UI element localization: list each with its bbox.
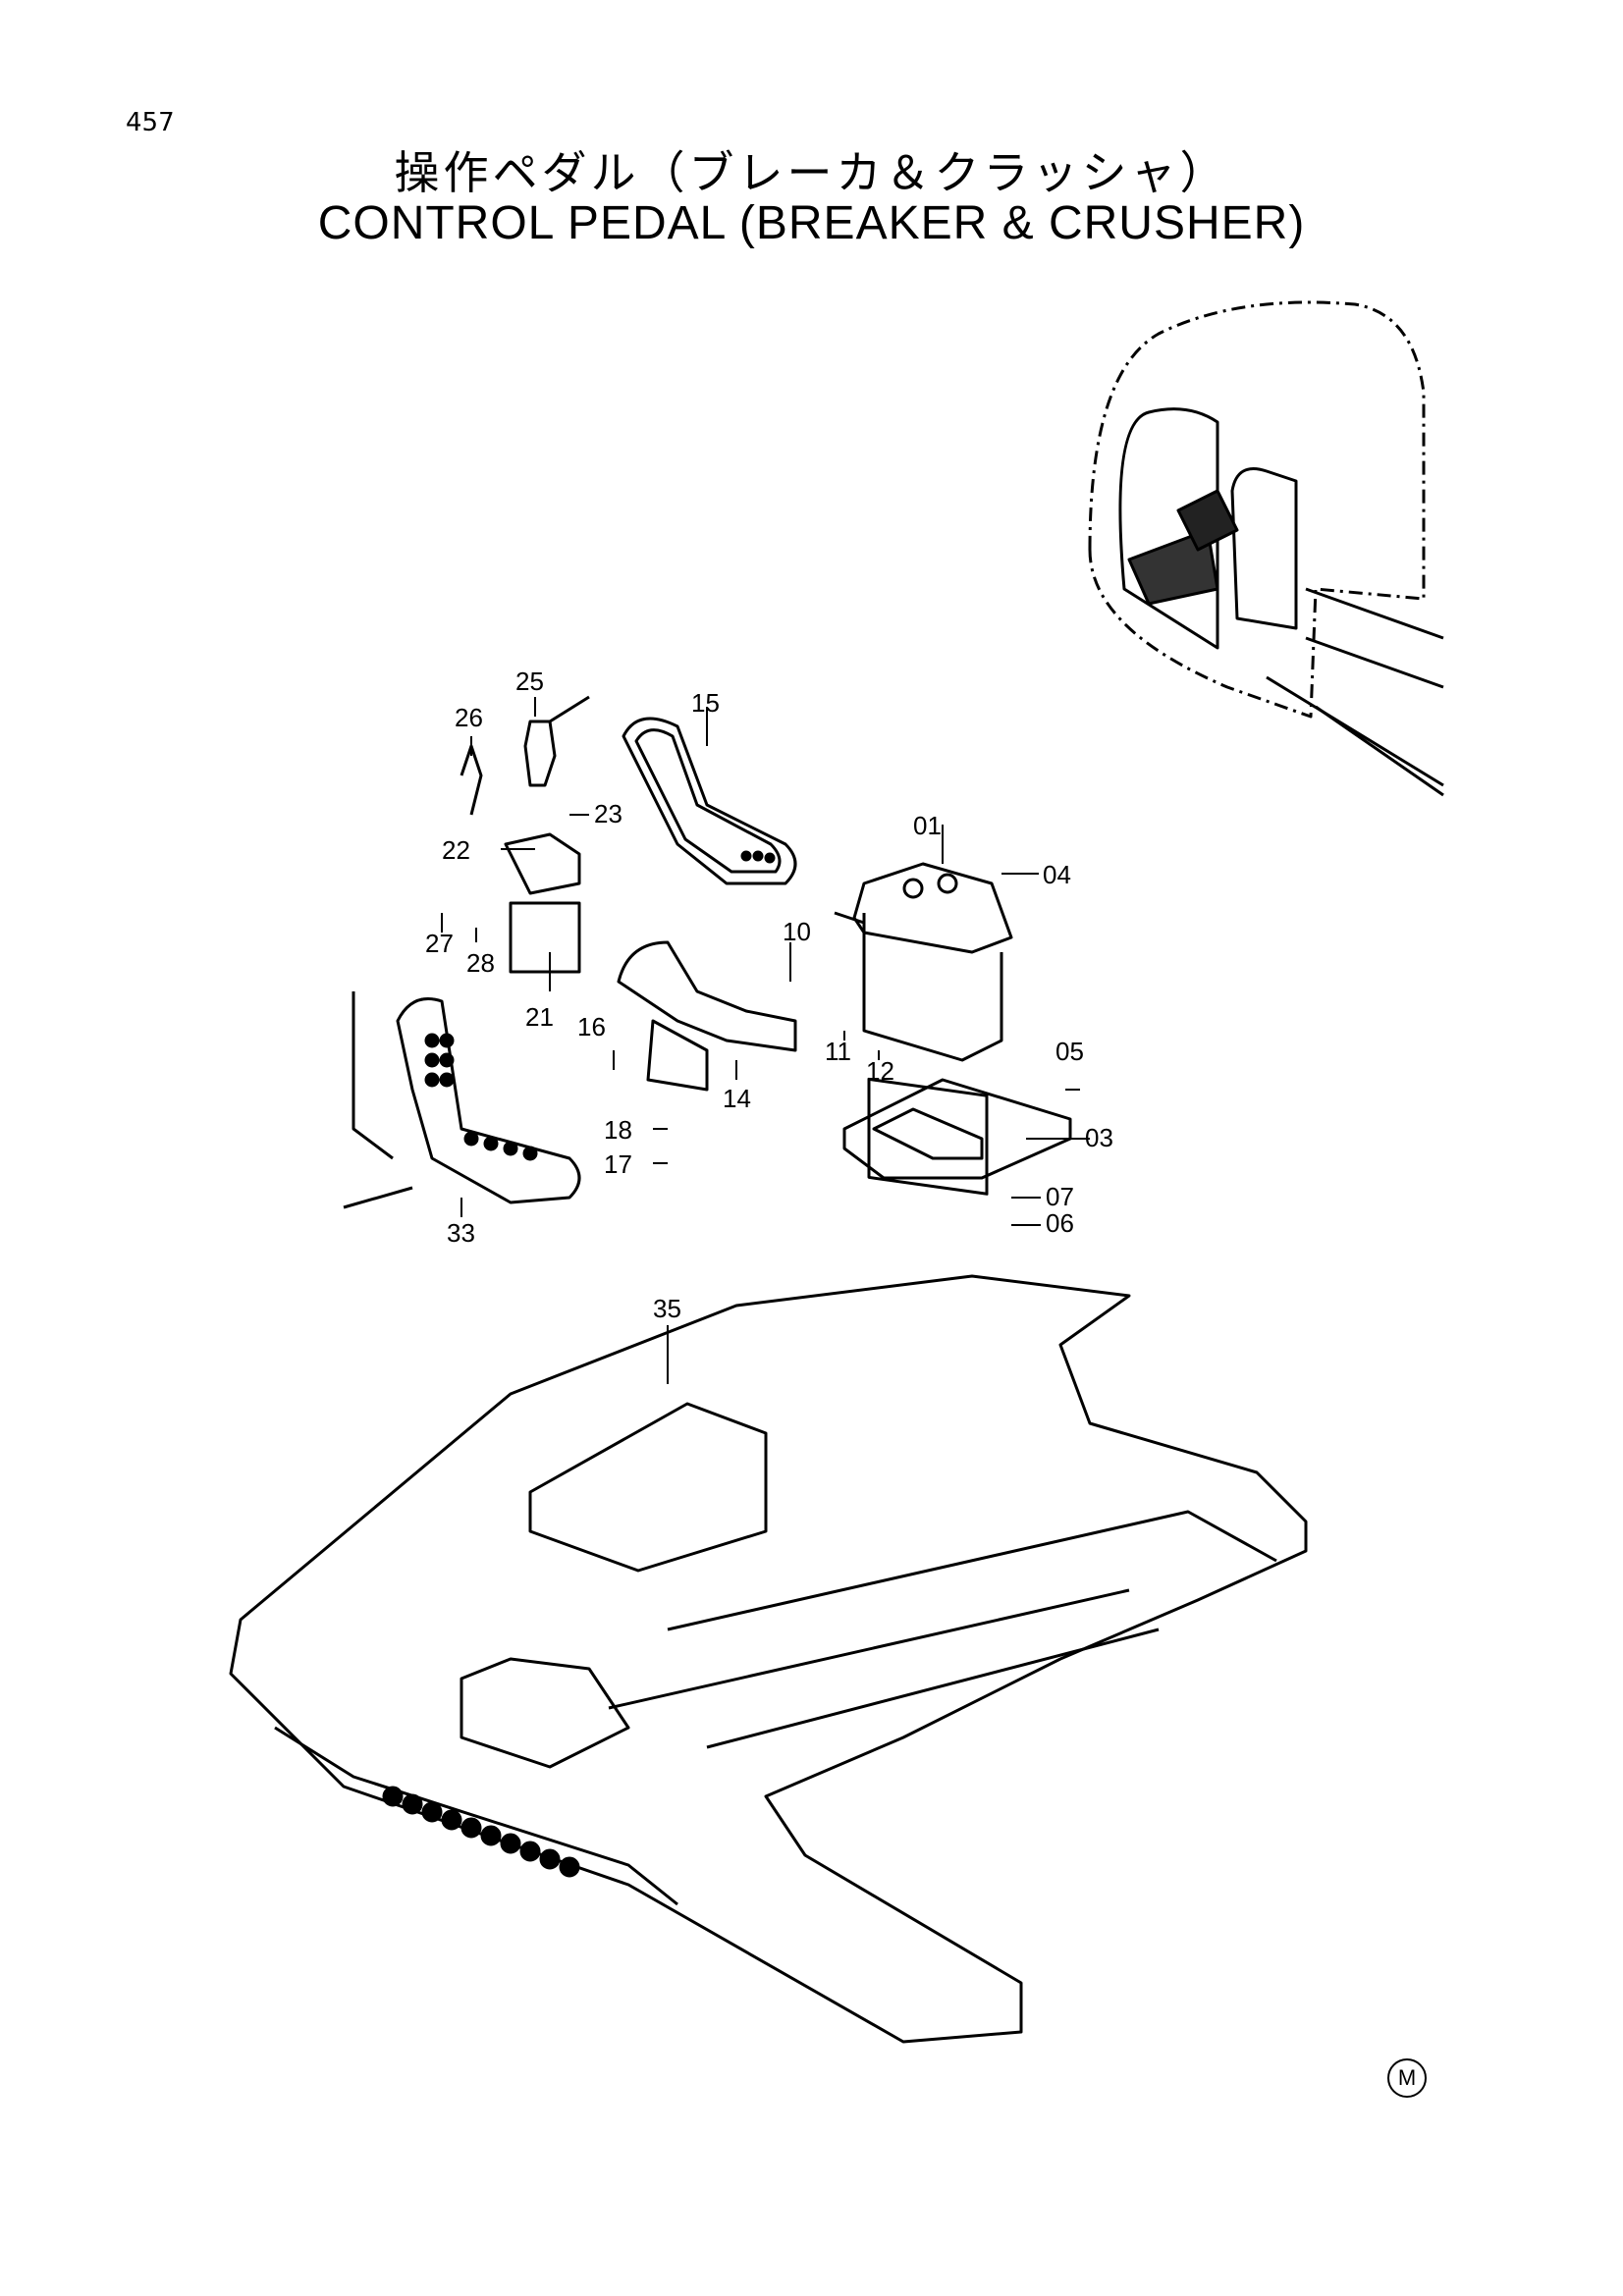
pedal-pad-15 [622,717,797,885]
manual-mark: M [1387,2058,1427,2098]
pedal-33 [343,991,581,1209]
callout-04: 04 [1043,860,1071,889]
callout-17: 17 [604,1149,632,1179]
callout-01: 01 [913,811,942,840]
bracket-assembly-21-22-25 [460,695,590,974]
callout-18: 18 [604,1115,632,1145]
callout-26: 26 [455,703,483,732]
cab-location-inset [1088,300,1444,797]
callout-12: 12 [866,1056,894,1086]
page-number: 457 [126,108,175,137]
callout-10: 10 [783,917,811,946]
callout-labels: 01 03 04 05 06 07 10 11 12 14 15 16 17 1… [425,667,1113,1323]
floor-mat-35 [229,1274,1308,2044]
pedal-14 [617,940,797,1092]
mounting-plate-03 [842,1078,1072,1180]
callout-27: 27 [425,929,454,958]
callout-05: 05 [1055,1037,1084,1066]
callout-25: 25 [515,667,544,696]
callout-21: 21 [525,1002,554,1032]
callout-22: 22 [442,835,470,865]
callout-11: 11 [825,1037,851,1066]
callout-14: 14 [723,1084,751,1113]
title-english: CONTROL PEDAL (BREAKER & CRUSHER) [317,197,1306,249]
callout-06: 06 [1046,1208,1074,1238]
callout-07: 07 [1046,1182,1074,1211]
callout-35: 35 [653,1294,681,1323]
callout-16: 16 [577,1012,606,1041]
title-japanese: 操作ペダル（ブレーカ＆クラッシャ） [394,146,1229,199]
callout-33: 33 [447,1218,475,1248]
callout-28: 28 [466,948,495,978]
callout-23: 23 [594,799,622,828]
pedal-valve-01 [834,862,1013,1196]
callout-15: 15 [691,688,720,718]
leader-lines [441,697,1090,1384]
callout-03: 03 [1085,1123,1113,1152]
